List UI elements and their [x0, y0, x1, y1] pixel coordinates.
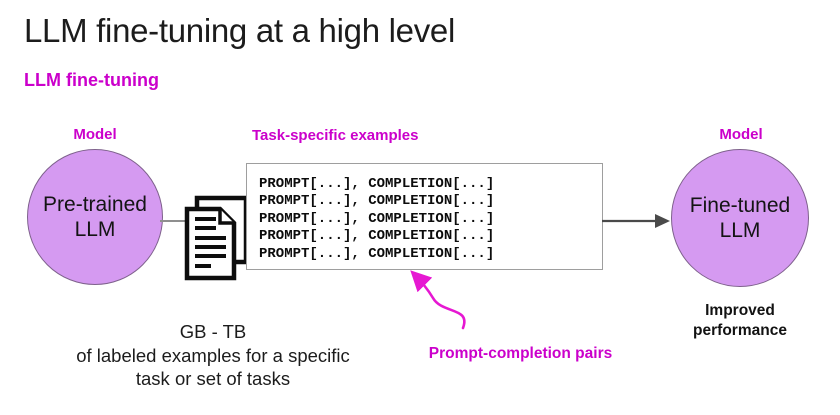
model-label-left: Model — [73, 126, 117, 143]
prompt-completion-pairs-label: Prompt-completion pairs — [428, 345, 613, 362]
model-label-right: Model — [719, 126, 763, 143]
example-row: PROMPT[...], COMPLETION[...] — [259, 176, 495, 192]
documents-icon — [184, 195, 249, 281]
examples-box: PROMPT[...], COMPLETION[...] PROMPT[...]… — [246, 163, 603, 270]
finetuned-llm-line1: Fine-tuned — [689, 194, 791, 217]
curved-arrow-icon — [410, 270, 466, 330]
improved-performance-caption: Improved performance — [693, 302, 787, 339]
flow-arrow-icon — [602, 214, 670, 228]
example-row: PROMPT[...], COMPLETION[...] — [259, 193, 495, 210]
dataset-size-caption: GB - TB of labeled examples for a specif… — [76, 321, 350, 389]
example-row: PROMPT[...], COMPLETION[...] — [259, 228, 495, 245]
example-row: PROMPT[...], COMPLETION[...] — [259, 210, 495, 227]
diagram-subtitle: LLM fine-tuning — [24, 70, 159, 90]
example-row: PROMPT[...], COMPLETION[...] — [259, 245, 495, 262]
finetuned-llm-circle: Fine-tuned LLM — [671, 149, 809, 287]
pretrained-llm-line1: Pre-trained — [43, 193, 147, 216]
pretrained-llm-circle: Pre-trained LLM — [27, 149, 163, 285]
examples-label: Task-specific examples — [252, 127, 419, 144]
page-title: LLM fine-tuning at a high level — [24, 12, 455, 49]
pretrained-llm-line2: LLM — [74, 218, 116, 241]
finetuned-llm-line2: LLM — [719, 219, 761, 242]
